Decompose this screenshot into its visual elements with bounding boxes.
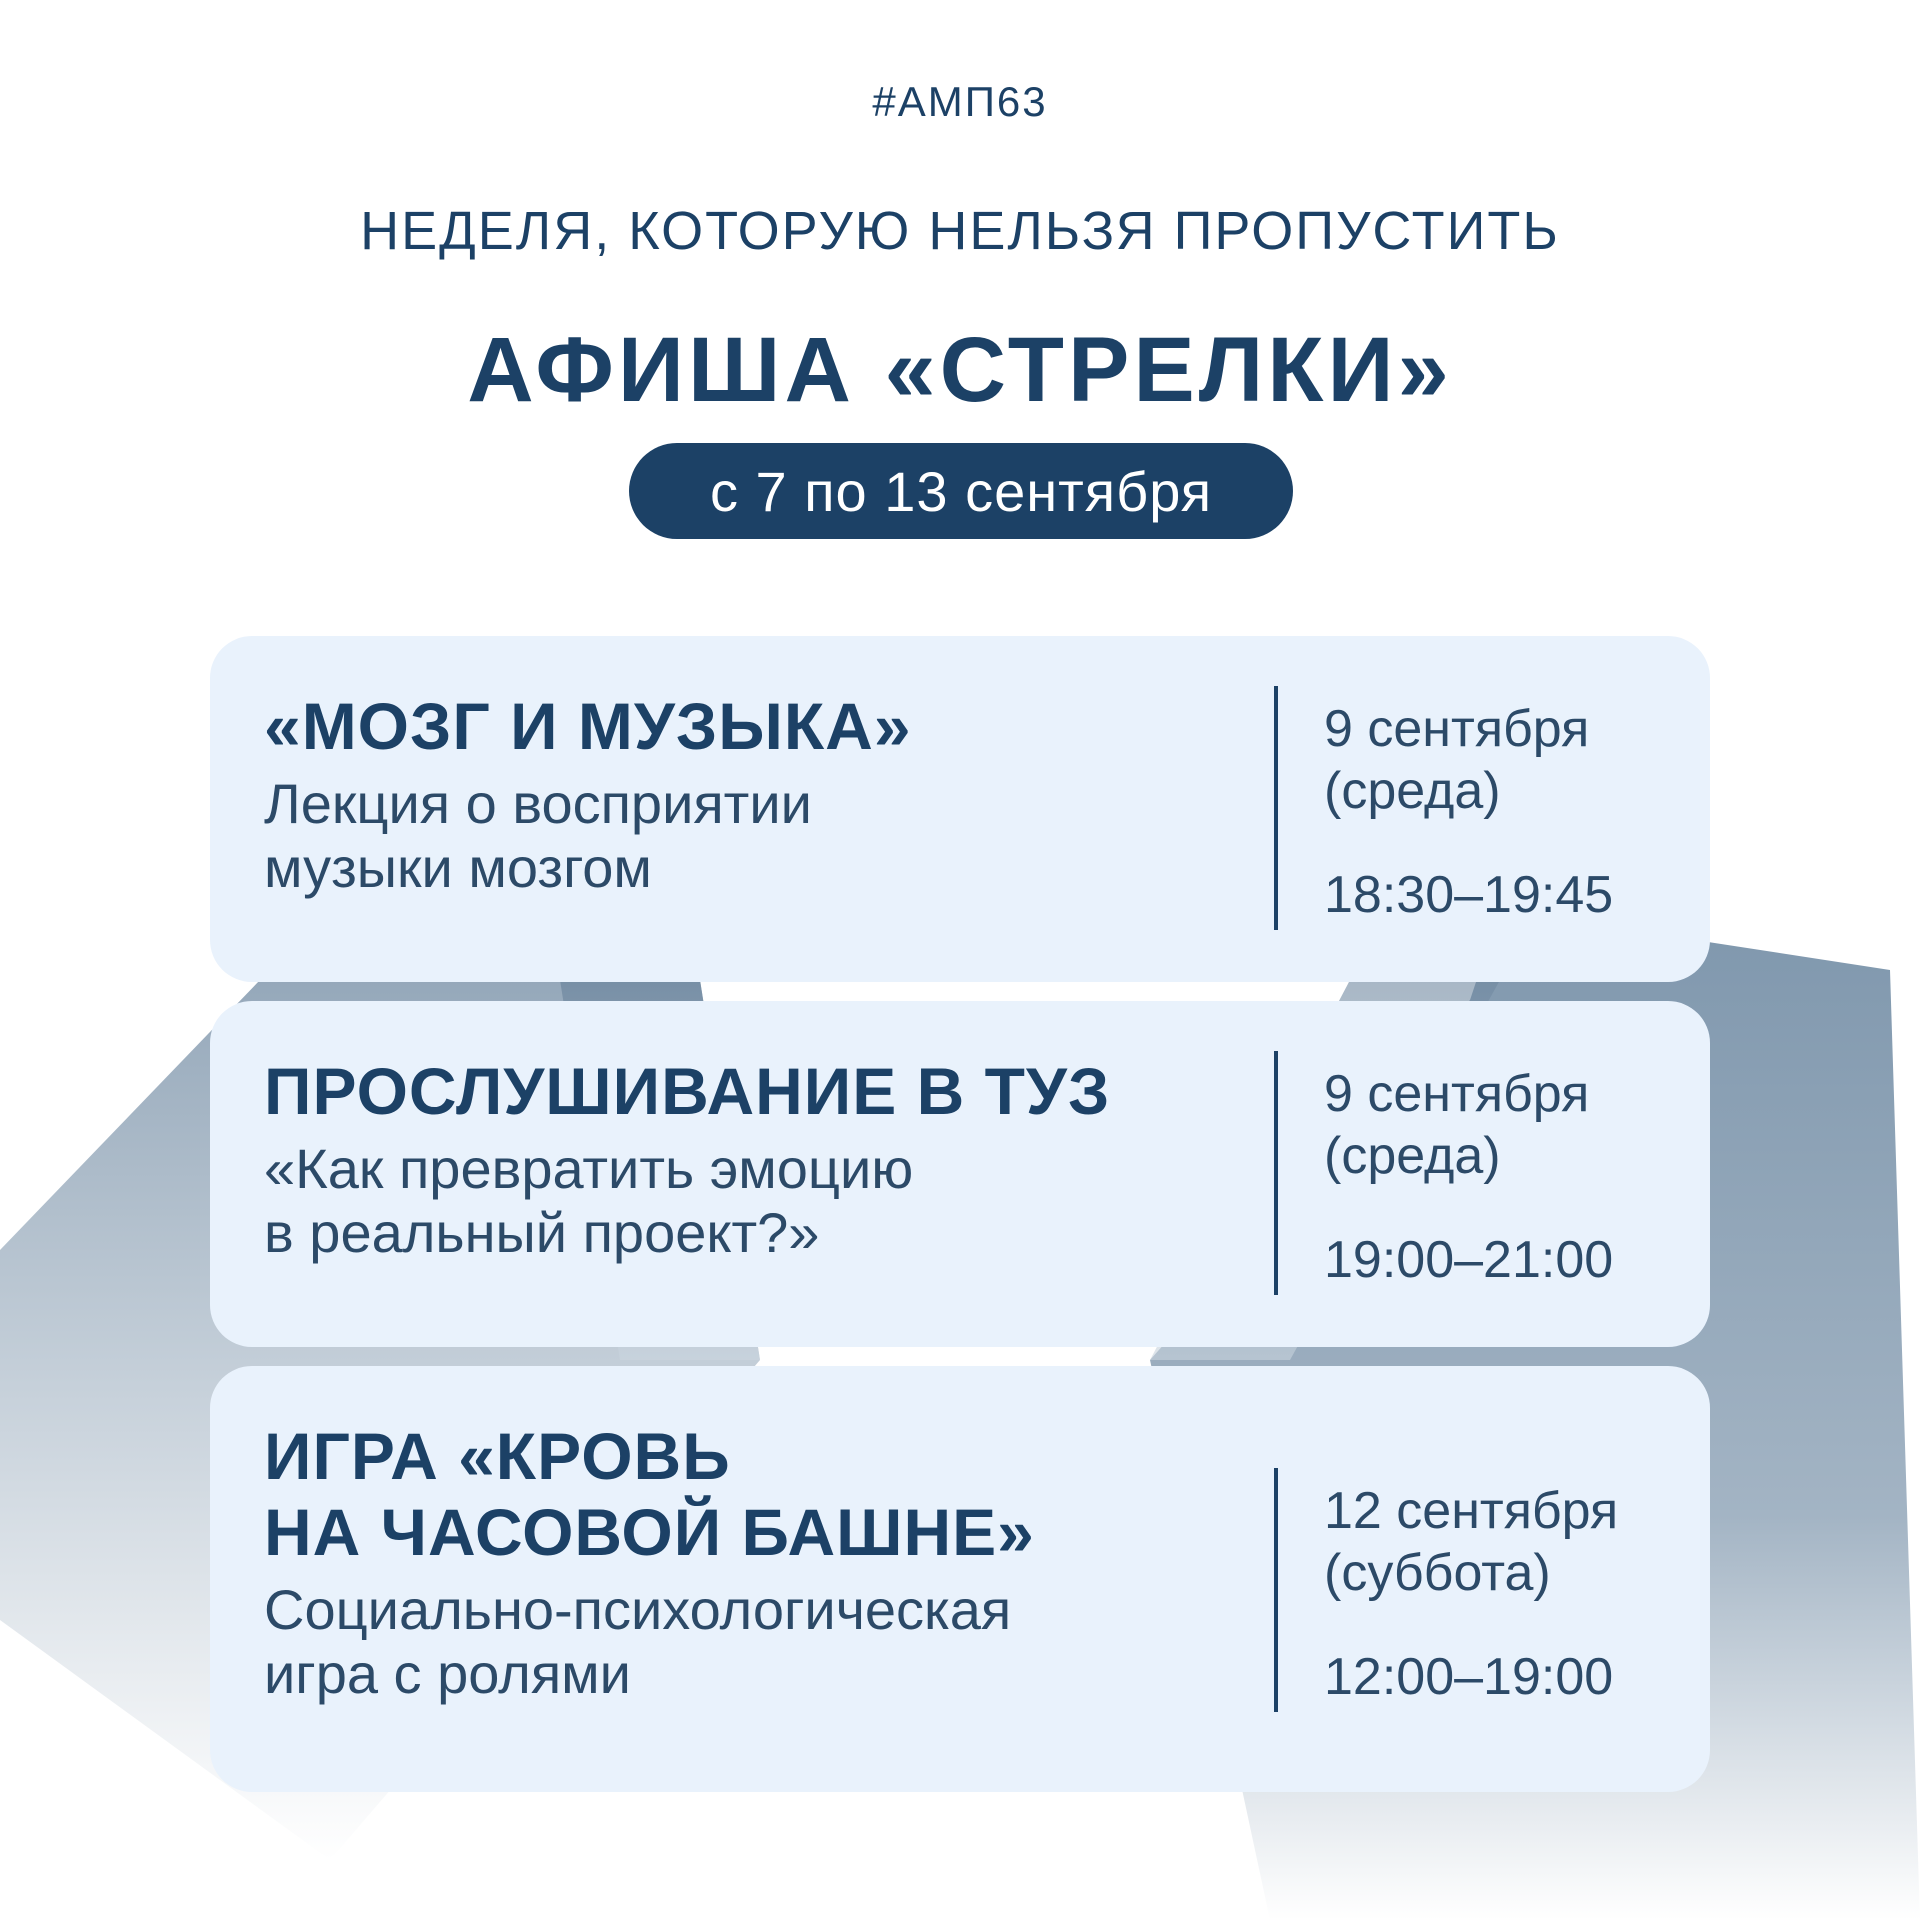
page-title: АФИША «СТРЕЛКИ»	[467, 319, 1453, 421]
event-info: ПРОСЛУШИВАНИЕ В ТУЗ «Как превратить эмоц…	[264, 1053, 1224, 1265]
event-schedule: 12 сентября (суббота) 12:00–19:00	[1324, 1480, 1704, 1708]
event-date: 9 сентября (среда)	[1324, 1065, 1590, 1185]
event-schedule: 9 сентября (среда) 18:30–19:45	[1324, 698, 1704, 926]
event-info: ИГРА «КРОВЬ НА ЧАСОВОЙ БАШНЕ» Социально-…	[264, 1418, 1224, 1706]
card-divider	[1274, 1468, 1278, 1712]
event-card-2: ПРОСЛУШИВАНИЕ В ТУЗ «Как превратить эмоц…	[210, 1001, 1710, 1347]
event-schedule: 9 сентября (среда) 19:00–21:00	[1324, 1063, 1704, 1291]
event-title: ИГРА «КРОВЬ НА ЧАСОВОЙ БАШНЕ»	[264, 1419, 1035, 1569]
event-description: Лекция о восприятии музыки мозгом	[264, 772, 812, 899]
event-time: 12:00–19:00	[1324, 1648, 1614, 1706]
event-card-3: ИГРА «КРОВЬ НА ЧАСОВОЙ БАШНЕ» Социально-…	[210, 1366, 1710, 1792]
card-divider	[1274, 686, 1278, 930]
event-description: Социально-психологическая игра с ролями	[264, 1578, 1012, 1705]
event-card-1: «МОЗГ И МУЗЫКА» Лекция о восприятии музы…	[210, 636, 1710, 982]
event-date: 9 сентября (среда)	[1324, 700, 1590, 820]
date-range-label: с 7 по 13 сентября	[709, 459, 1213, 523]
card-divider	[1274, 1051, 1278, 1295]
event-time: 18:30–19:45	[1324, 866, 1614, 924]
page-subtitle: НЕДЕЛЯ, КОТОРУЮ НЕЛЬЗЯ ПРОПУСТИТЬ	[360, 201, 1560, 261]
date-range-badge: с 7 по 13 сентября	[629, 443, 1293, 539]
event-title: ПРОСЛУШИВАНИЕ В ТУЗ	[264, 1054, 1111, 1128]
hashtag: #АМП63	[872, 78, 1048, 125]
event-title: «МОЗГ И МУЗЫКА»	[264, 689, 912, 763]
event-description: «Как превратить эмоцию в реальный проект…	[264, 1137, 914, 1264]
event-time: 19:00–21:00	[1324, 1231, 1614, 1289]
event-date: 12 сентября (суббота)	[1324, 1482, 1619, 1602]
event-info: «МОЗГ И МУЗЫКА» Лекция о восприятии музы…	[264, 688, 1224, 900]
